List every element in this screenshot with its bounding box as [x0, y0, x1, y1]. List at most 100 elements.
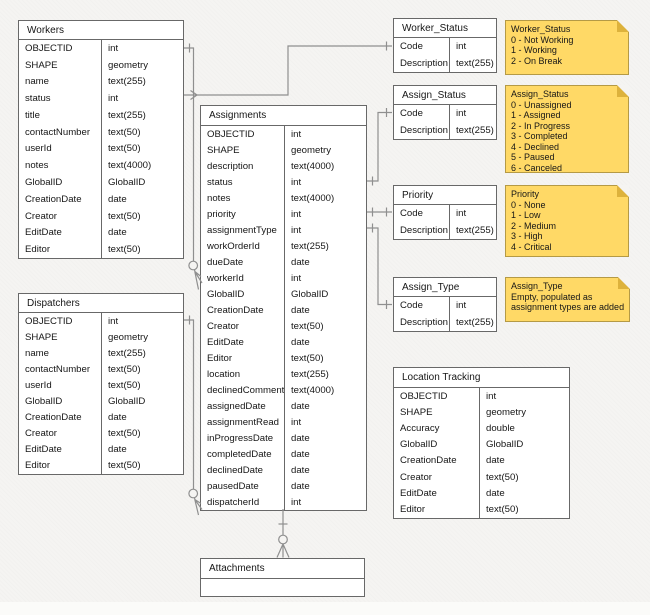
note-line: 2 - Medium: [511, 220, 557, 231]
table-attachments-title: Attachments: [201, 559, 364, 579]
field-type: text(255): [284, 366, 366, 382]
rel-assignments-priority-priority-code[interactable]: [367, 207, 392, 217]
field-type: int: [449, 38, 496, 55]
field-type: int: [101, 90, 183, 108]
note-line: 2 - On Break: [511, 55, 563, 66]
note-line: 0 - Unassigned: [511, 99, 572, 110]
note-line: 0 - Not Working: [511, 34, 574, 45]
empty-row: [201, 579, 364, 596]
field-type: GlobalID: [101, 174, 183, 191]
field-type: int: [101, 313, 183, 330]
field-type: date: [284, 446, 366, 462]
field-row: EditDate date: [394, 485, 569, 502]
note-line: 6 - Canceled: [511, 162, 563, 173]
field-row: userId text(50): [19, 377, 183, 394]
note-line: assignment types are added: [511, 302, 625, 312]
field-type: int: [101, 40, 183, 57]
field-name: Creator: [25, 428, 57, 440]
field-name: GlobalID: [207, 288, 245, 300]
field-name: Description: [400, 225, 448, 236]
table-worker-status-title: Worker_Status: [394, 19, 496, 38]
field-name: Creator: [400, 471, 432, 483]
field-name: SHAPE: [207, 144, 240, 156]
field-name: EditDate: [400, 487, 437, 499]
note-line: 5 - Paused: [511, 152, 555, 162]
note-line: 1 - Working: [511, 45, 557, 55]
field-type: text(50): [101, 123, 183, 141]
field-type: geometry: [479, 404, 569, 421]
field-type: date: [479, 452, 569, 469]
rel-workers-status-workerstatus-code[interactable]: [184, 41, 392, 100]
field-name: assignmentType: [207, 224, 277, 236]
field-type: date: [479, 485, 569, 502]
field-name: name: [25, 347, 49, 359]
table-workers-title: Workers: [19, 21, 183, 40]
field-name: Creator: [25, 210, 57, 222]
many-crowfoot: [276, 543, 290, 558]
rel-assignments-attachments[interactable]: [276, 509, 290, 558]
field-name: description: [207, 160, 254, 172]
field-name: dueDate: [207, 256, 244, 268]
field-row: Code int: [394, 38, 496, 55]
field-type: text(255): [449, 55, 496, 72]
field-type: text(50): [284, 318, 366, 334]
field-name: status: [25, 93, 51, 105]
field-name: notes: [25, 160, 49, 172]
field-name: name: [25, 76, 49, 88]
field-type: geometry: [284, 142, 366, 158]
field-name: Code: [400, 41, 423, 52]
field-name: OBJECTID: [207, 128, 255, 140]
field-name: Editor: [400, 503, 426, 515]
relationship-line: [184, 319, 196, 500]
note-line: Empty, populated as: [511, 291, 593, 302]
zero-circle: [188, 260, 199, 271]
rel-assignments-assignmenttype-assigntype-code[interactable]: [367, 223, 392, 310]
table-location-tracking-title: Location Tracking: [394, 368, 569, 388]
field-row: status int: [19, 90, 183, 108]
field-name: declinedDate: [207, 464, 264, 476]
table-attachments[interactable]: Attachments: [200, 558, 365, 597]
field-name: userId: [25, 143, 52, 155]
field-name: declinedComment: [207, 384, 284, 396]
field-type: int: [284, 126, 366, 142]
field-name: EditDate: [25, 227, 62, 239]
rel-assignments-status-assignstatus-code[interactable]: [367, 108, 392, 186]
field-type: int: [449, 105, 496, 122]
field-type: int: [449, 205, 496, 222]
field-type: GlobalID: [101, 393, 183, 410]
relationship-line: [367, 227, 392, 306]
note-line: 4 - Declined: [511, 141, 560, 152]
field-type: text(4000): [284, 382, 366, 398]
field-name: userId: [25, 379, 52, 391]
field-type: text(50): [101, 457, 183, 474]
field-type: text(50): [101, 377, 183, 394]
field-name: SHAPE: [25, 59, 58, 71]
